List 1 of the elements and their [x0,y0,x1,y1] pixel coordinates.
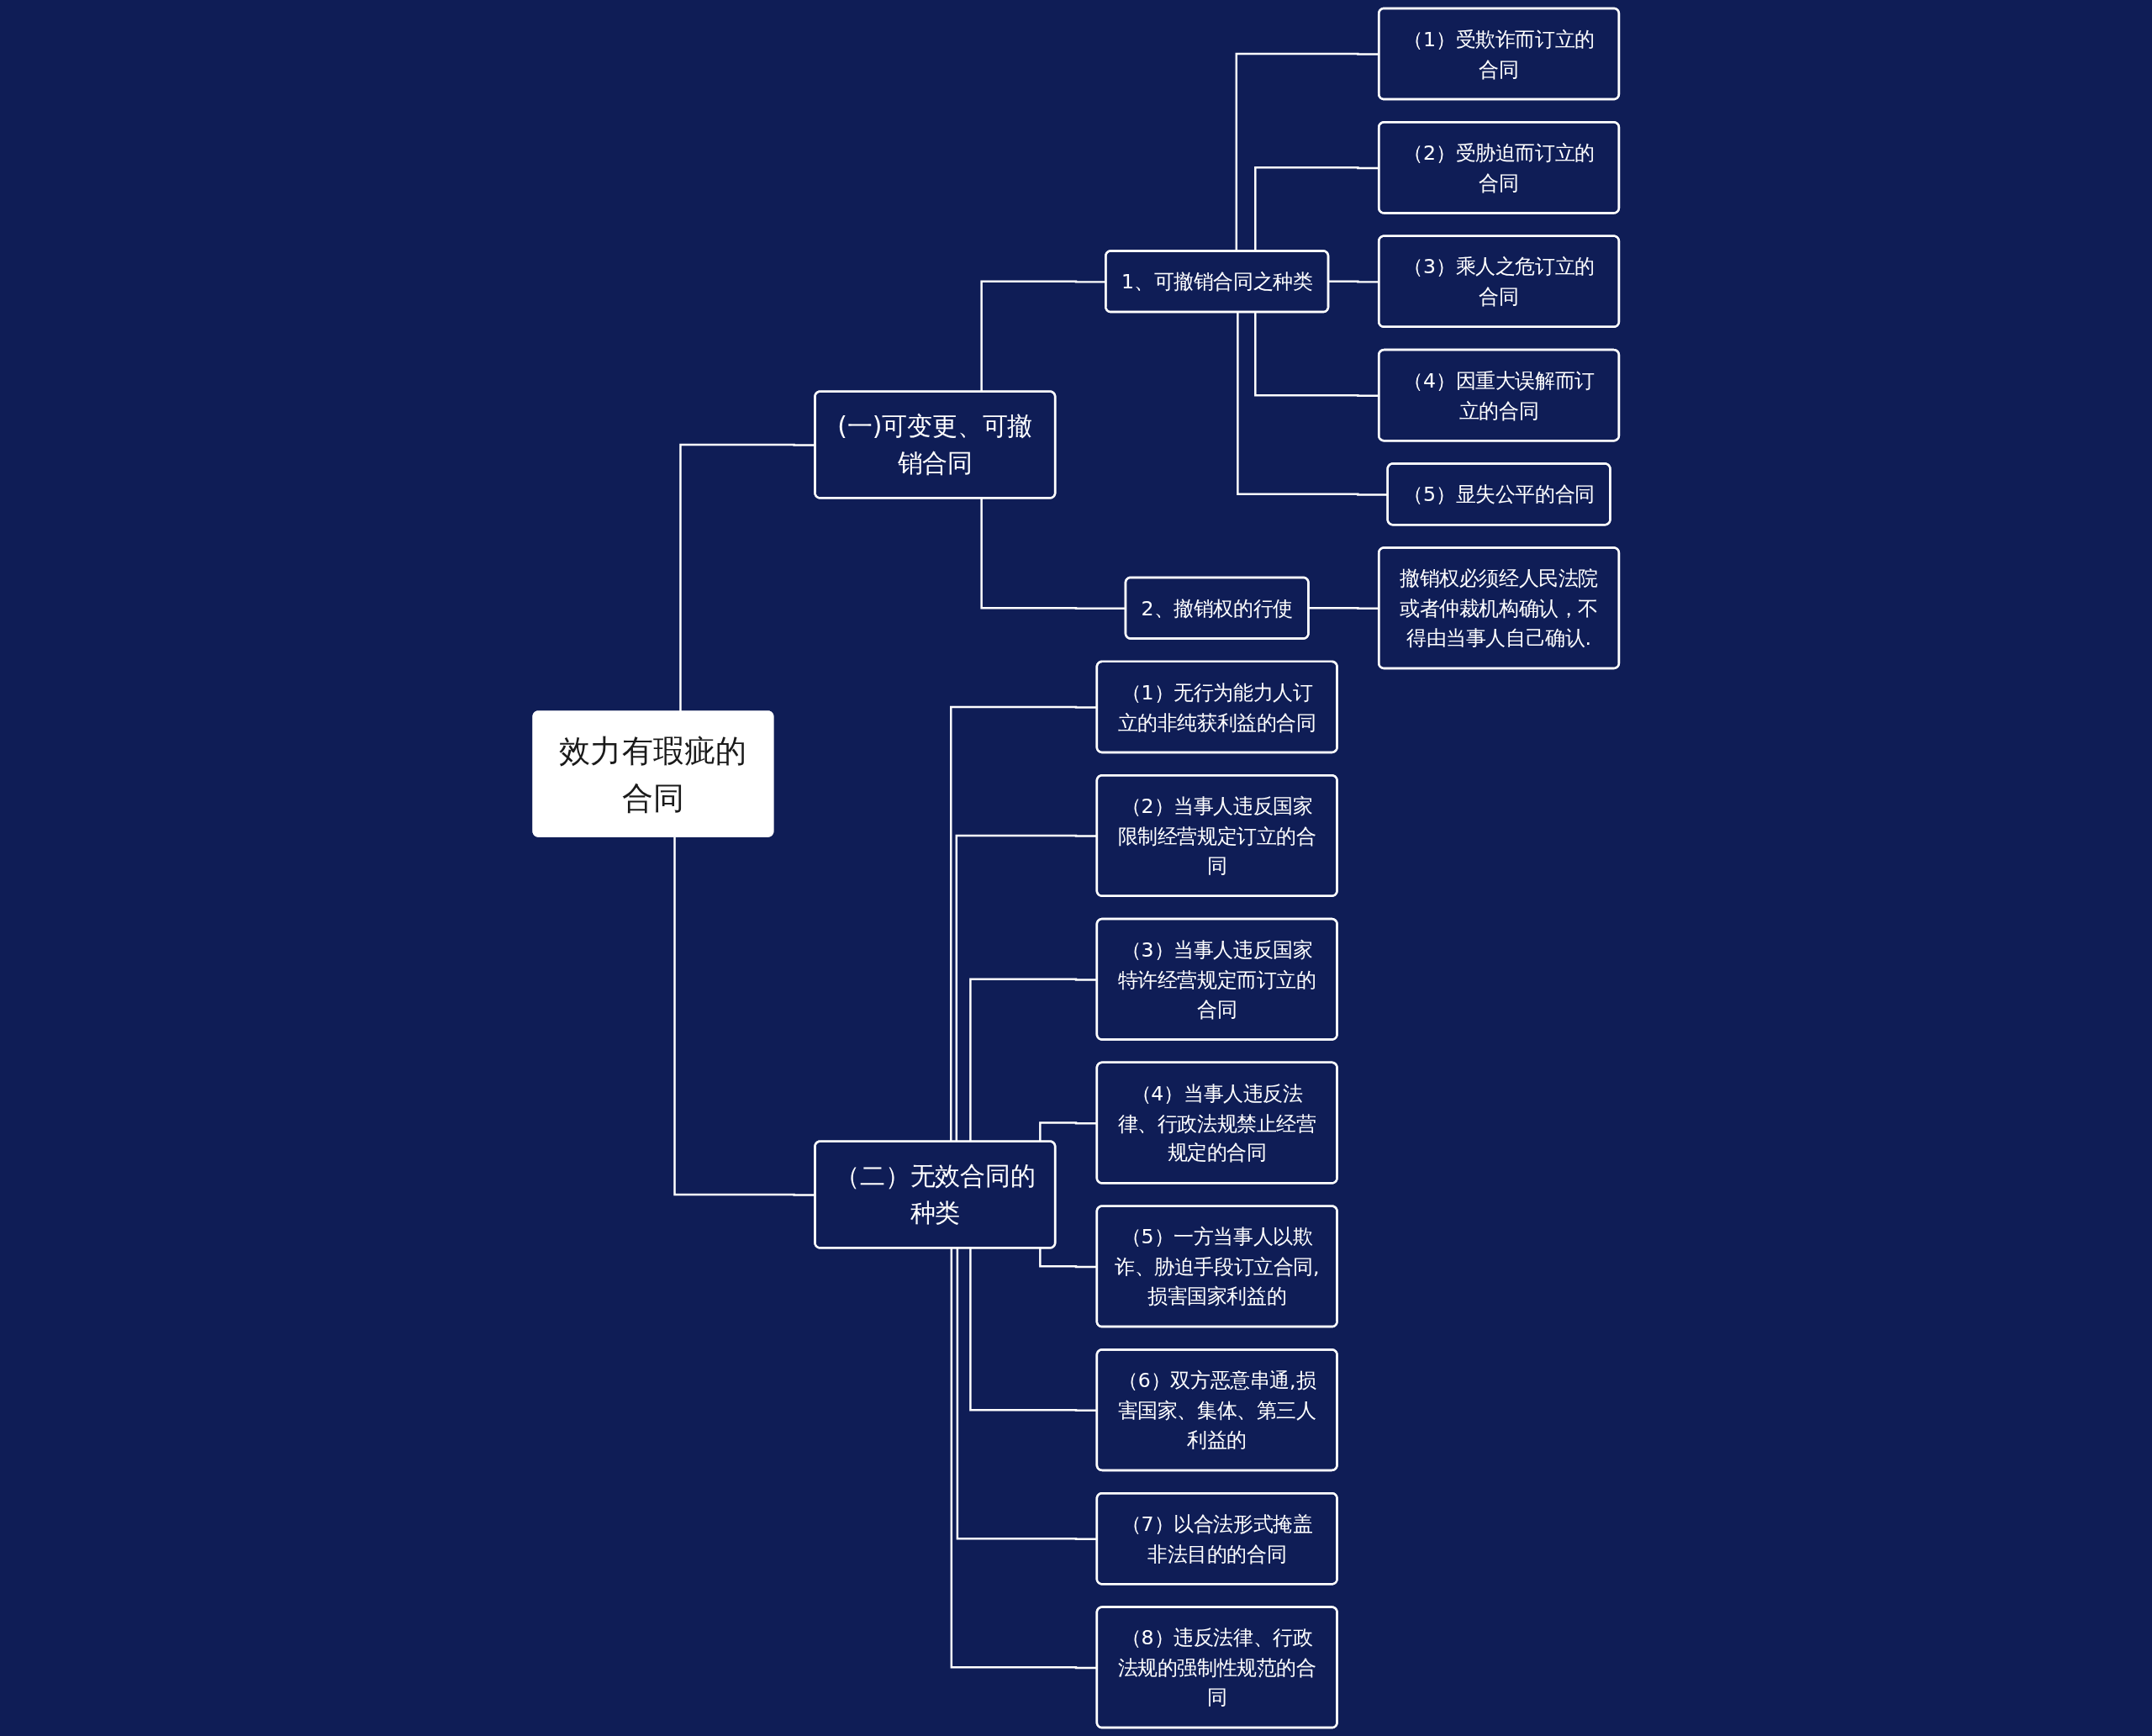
connector [1254,312,1379,397]
